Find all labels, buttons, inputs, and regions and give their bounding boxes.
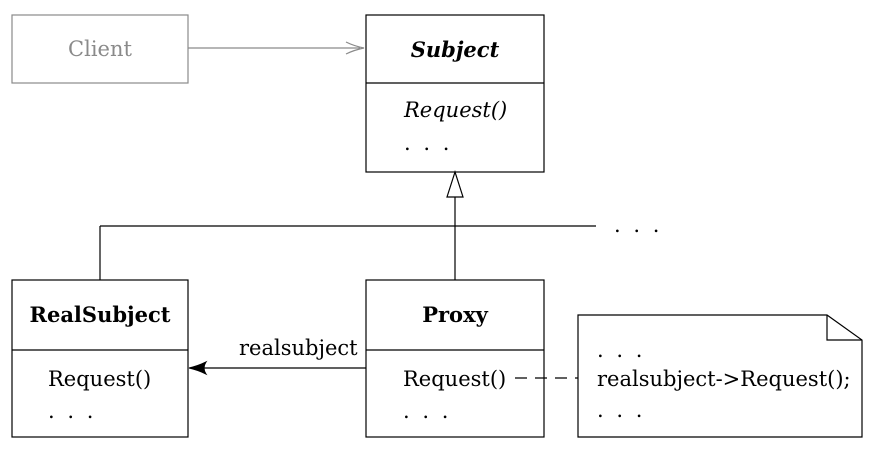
association-arrowhead [188,360,208,376]
proxy-box [365,279,545,438]
subject-name: Subject [410,36,500,62]
realsubject-operation-request: Request() [48,367,152,391]
proxy-operation-request: Request() [403,367,507,391]
inheritance-triangle [446,170,464,198]
client-name: Client [68,36,132,61]
subject-operation-request: Request() [404,98,508,122]
realsubject-box [11,279,189,438]
proxy-operation-more: . . . [403,399,452,423]
more-subclasses-label: . . . [614,213,663,237]
proxy-name: Proxy [422,301,488,327]
association-label: realsubject [239,336,358,360]
note-box [577,314,863,438]
note-line: . . . [597,398,646,422]
subject-operation-more: . . . [404,131,453,155]
realsubject-name: RealSubject [29,301,171,327]
note-fold [826,315,862,341]
realsubject-operation-more: . . . [48,399,97,423]
client-box [11,14,189,84]
note-line: . . . [597,338,646,362]
client-subject-arrowhead [345,41,365,55]
note-line: realsubject->Request(); [597,367,851,391]
